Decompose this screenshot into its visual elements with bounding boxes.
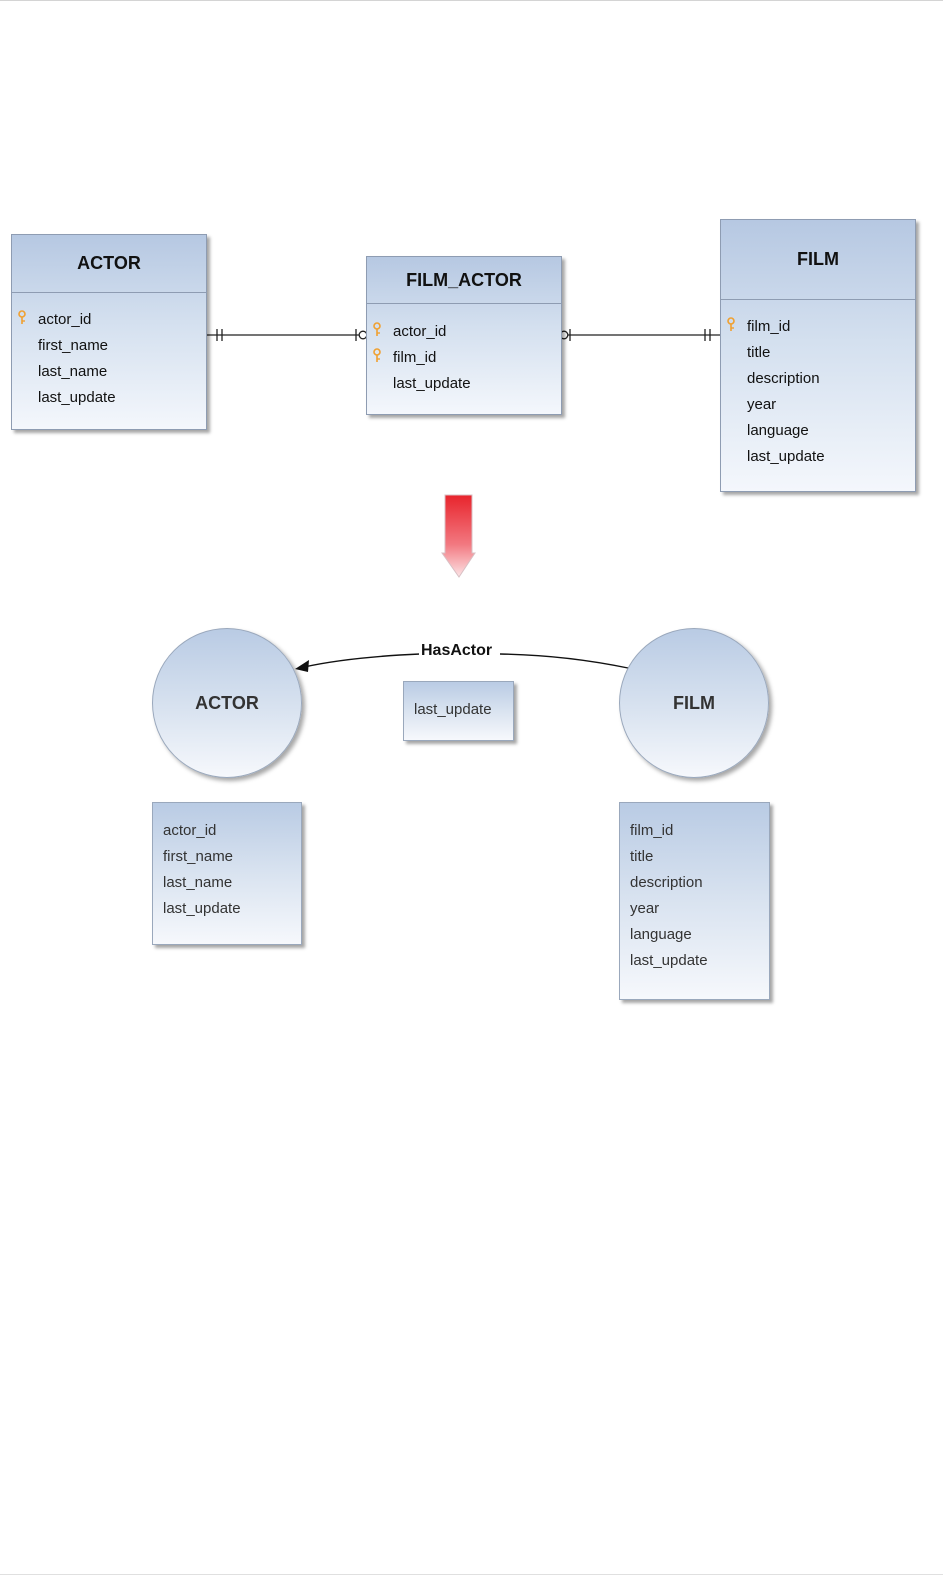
field: film_id (747, 318, 791, 335)
bottom-border (0, 1574, 943, 1575)
field: language (747, 422, 809, 439)
property: first_name (163, 848, 234, 865)
relation-filmactor-film (559, 329, 720, 341)
property: film_id (630, 822, 674, 839)
property: year (630, 900, 660, 917)
property: last_update (163, 900, 241, 917)
relationship-edge (295, 653, 629, 672)
key-icon (18, 310, 26, 324)
property: last_name (163, 874, 233, 891)
relation-actor-filmactor (206, 329, 368, 341)
field: first_name (38, 337, 109, 354)
field: film_id (393, 349, 437, 366)
property: last_update (414, 701, 492, 718)
field: last_name (38, 363, 108, 380)
film-node: FILM (619, 628, 769, 778)
top-border (0, 0, 943, 1)
property: description (630, 874, 703, 891)
field: last_update (393, 375, 471, 392)
property: last_update (630, 952, 708, 969)
table-title: FILM_ACTOR (367, 257, 561, 304)
property: title (630, 848, 654, 865)
film-table: FILM film_id title description year lang… (720, 219, 916, 492)
key-icon (373, 322, 381, 336)
actor-table: ACTOR actor_id first_name last_name last… (11, 234, 207, 430)
relationship-properties: last_update (403, 681, 514, 741)
field: last_update (747, 448, 825, 465)
field: last_update (38, 389, 116, 406)
field: year (747, 396, 777, 413)
arrow-down-icon (441, 494, 476, 578)
table-title: FILM (721, 220, 915, 300)
actor-properties: actor_id first_name last_name last_updat… (152, 802, 302, 945)
actor-node: ACTOR (152, 628, 302, 778)
film-actor-table: FILM_ACTOR actor_id film_id last_update (366, 256, 562, 415)
property: actor_id (163, 822, 217, 839)
field: actor_id (38, 311, 92, 328)
film-properties: film_id title description year language … (619, 802, 770, 1000)
field: actor_id (393, 323, 447, 340)
field: description (747, 370, 820, 387)
relationship-label: HasActor (419, 642, 495, 660)
table-title: ACTOR (12, 235, 206, 293)
key-icon (727, 317, 735, 331)
property: language (630, 926, 692, 943)
field: title (747, 344, 771, 361)
key-icon (373, 348, 381, 362)
